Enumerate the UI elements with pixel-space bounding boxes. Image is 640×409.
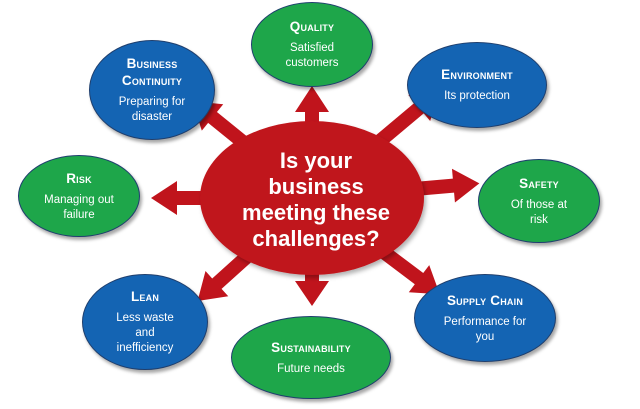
node-sustainability-desc-line-1: Future needs xyxy=(277,362,345,375)
node-supply-chain-title: Supply Chain xyxy=(446,292,524,308)
center-line-2: business xyxy=(268,174,364,199)
node-supply-chain-desc-line-2: you xyxy=(475,330,495,343)
node-business-continuity: Business Continuity Preparing for disast… xyxy=(89,40,215,140)
node-lean-desc-line-1: Less waste xyxy=(116,312,174,324)
node-quality-desc-line-1: Satisfied xyxy=(289,42,335,54)
node-business-continuity-desc-line-2: disaster xyxy=(131,111,173,123)
center-line-4: challenges? xyxy=(252,226,380,251)
node-lean: Lean Less waste and inefficiency xyxy=(82,274,208,370)
node-quality-desc: Satisfied customers xyxy=(285,41,338,71)
node-risk-desc-line-2: failure xyxy=(63,208,95,221)
node-supply-chain-desc: Performance for you xyxy=(444,315,526,345)
node-business-continuity-desc: Preparing for disaster xyxy=(119,95,185,125)
node-supply-chain-desc-line-1: Performance for xyxy=(443,315,527,328)
node-sustainability-title: Sustainability xyxy=(271,339,351,355)
node-lean-desc-line-3: inefficiency xyxy=(116,342,174,354)
node-safety-desc-line-1: Of those at xyxy=(510,198,568,211)
node-safety-desc: Of those at risk xyxy=(511,198,567,228)
node-risk-title: Risk xyxy=(66,170,92,186)
node-quality-desc-line-2: customers xyxy=(285,57,339,69)
node-environment-title: Environment xyxy=(441,67,513,82)
node-lean-desc: Less waste and inefficiency xyxy=(116,311,174,356)
node-sustainability: Sustainability Future needs xyxy=(231,316,391,399)
node-quality-title: Quality xyxy=(289,19,335,34)
node-sustainability-desc: Future needs xyxy=(277,362,345,377)
node-safety-desc-line-2: risk xyxy=(530,213,548,226)
node-risk-desc-line-1: Managing out xyxy=(44,193,114,206)
node-quality: Quality Satisfied customers xyxy=(251,2,373,87)
node-business-continuity-desc-line-1: Preparing for xyxy=(118,96,186,108)
center-line-3: meeting these xyxy=(242,200,390,225)
node-environment-desc-line-1: Its protection xyxy=(444,90,510,102)
center-line-1: Is your xyxy=(279,148,353,173)
node-supply-chain: Supply Chain Performance for you xyxy=(414,274,556,362)
center-ellipse xyxy=(200,121,424,275)
node-risk: Risk Managing out failure xyxy=(18,155,140,237)
node-safety-title: Safety xyxy=(519,175,559,191)
node-lean-desc-line-2: and xyxy=(135,327,155,339)
node-business-continuity-title-line-1: Business xyxy=(126,56,178,71)
node-business-continuity-title: Business Continuity xyxy=(122,55,182,89)
center-question: Is your business meeting these challenge… xyxy=(226,148,406,252)
node-risk-desc: Managing out failure xyxy=(44,193,114,223)
node-business-continuity-title-line-2: Continuity xyxy=(121,73,183,88)
node-lean-title: Lean xyxy=(130,289,160,304)
node-safety: Safety Of those at risk xyxy=(478,159,600,243)
node-environment: Environment Its protection xyxy=(407,42,547,128)
node-environment-desc: Its protection xyxy=(444,89,510,104)
